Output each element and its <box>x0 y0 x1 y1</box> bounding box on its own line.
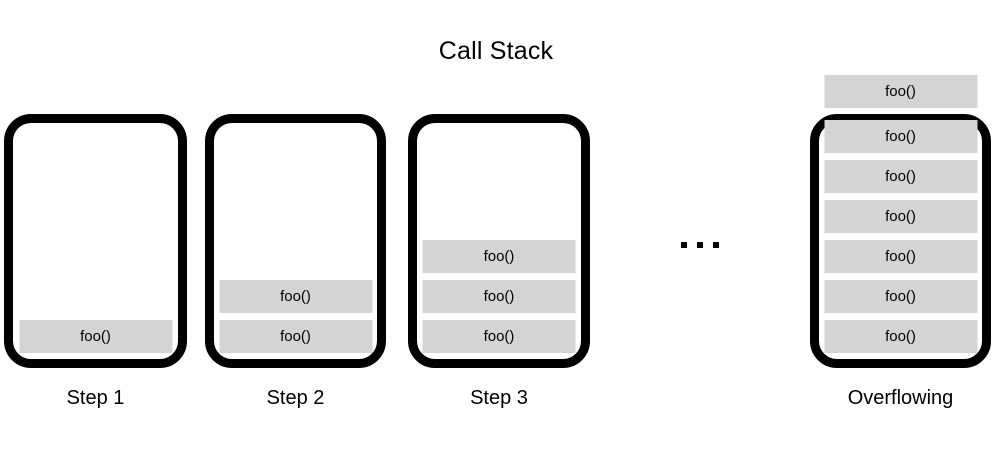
diagram-title: Call Stack <box>438 37 554 65</box>
panel-label-step-1: Step 1 <box>66 387 125 409</box>
ellipsis-dot <box>713 242 719 248</box>
stack-frame: foo() <box>824 120 977 153</box>
stack-frame: foo() <box>824 320 977 353</box>
panel-label-step-3: Step 3 <box>470 387 528 409</box>
panel-label-overflowing: Overflowing <box>847 387 954 409</box>
ellipsis-dot <box>681 242 687 248</box>
stack-frame: foo() <box>19 320 172 353</box>
stack-frame: foo() <box>824 200 977 233</box>
stack-frame: foo() <box>824 240 977 273</box>
stack-frame: foo() <box>824 280 977 313</box>
stack-frame: foo() <box>422 320 576 353</box>
ellipsis-icon <box>681 242 719 248</box>
stack-frame: foo() <box>422 240 576 273</box>
ellipsis-dot <box>697 242 703 248</box>
stack-frame: foo() <box>219 320 372 353</box>
stack-frame: foo() <box>824 160 977 193</box>
panel-label-step-2: Step 2 <box>266 387 325 409</box>
stack-frame: foo() <box>422 280 576 313</box>
overflow-stack-frame: foo() <box>824 75 977 108</box>
stack-frame: foo() <box>219 280 372 313</box>
